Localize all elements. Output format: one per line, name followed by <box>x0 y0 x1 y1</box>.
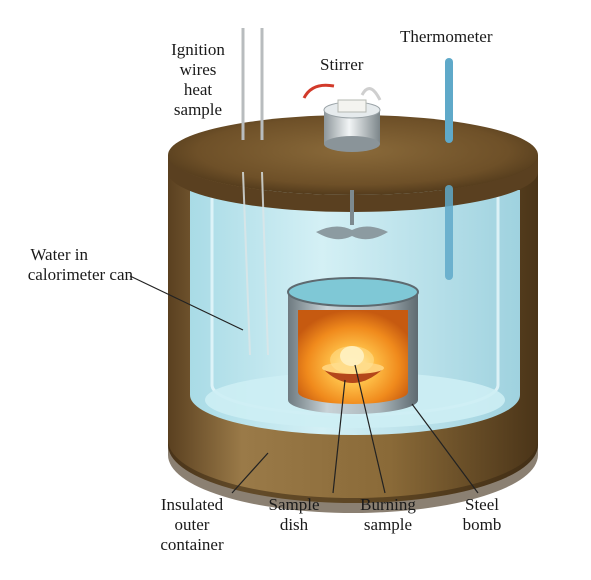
stirrer-blade <box>316 226 388 240</box>
label-ignition-wires: Ignition wires heat sample <box>160 40 236 120</box>
label-water-line-2: calorimeter can <box>27 265 133 284</box>
leader-water <box>129 275 244 331</box>
label-sample-dish-line-1: Sample <box>268 495 320 514</box>
label-steel-bomb-line-1: Steel <box>465 495 499 514</box>
label-ignition-line-2: wires <box>179 60 217 79</box>
leader-lines <box>129 275 479 494</box>
leader-steel-bomb <box>411 403 479 494</box>
leader-insulated <box>231 452 269 494</box>
label-stirrer: Stirrer <box>320 55 364 74</box>
label-burning-sample: Burning sample <box>352 495 424 535</box>
ignition-wire-inner-right <box>261 171 269 356</box>
label-ignition-line-1: Ignition <box>171 40 225 59</box>
label-ignition-line-3: heat <box>183 80 213 99</box>
container-base-shadow <box>168 440 538 513</box>
label-insulated-line-1: Insulated <box>160 495 224 514</box>
label-water-line-1: Water in <box>30 245 88 264</box>
stirrer-motor-base <box>324 136 380 152</box>
label-burning-line-1: Burning <box>360 495 416 514</box>
leader-sample-dish <box>332 379 346 494</box>
label-insulated-line-3: container <box>160 535 224 554</box>
leader-burning-sample <box>354 364 386 494</box>
stirrer-cable-grey <box>360 87 382 101</box>
label-ignition-line-4: sample <box>173 100 223 119</box>
label-burning-line-2: sample <box>363 515 413 534</box>
stirrer-cable-red <box>302 83 335 99</box>
label-insulated-line-2: outer <box>174 515 210 534</box>
label-water: Water in calorimeter can <box>8 245 133 285</box>
label-steel-bomb: Steel bomb <box>452 495 512 535</box>
flame-halo <box>330 346 374 374</box>
thermometer-probe <box>445 185 453 280</box>
thermometer-top <box>445 58 453 143</box>
ignition-wire-inner-left <box>242 171 251 356</box>
label-thermometer: Thermometer <box>400 27 493 46</box>
label-insulated-container: Insulated outer container <box>150 495 234 555</box>
label-sample-dish: Sample dish <box>262 495 326 535</box>
label-sample-dish-line-2: dish <box>279 515 309 534</box>
label-steel-bomb-line-2: bomb <box>462 515 502 534</box>
steel-bomb-lid <box>287 277 419 307</box>
stirrer-cap <box>337 99 367 113</box>
